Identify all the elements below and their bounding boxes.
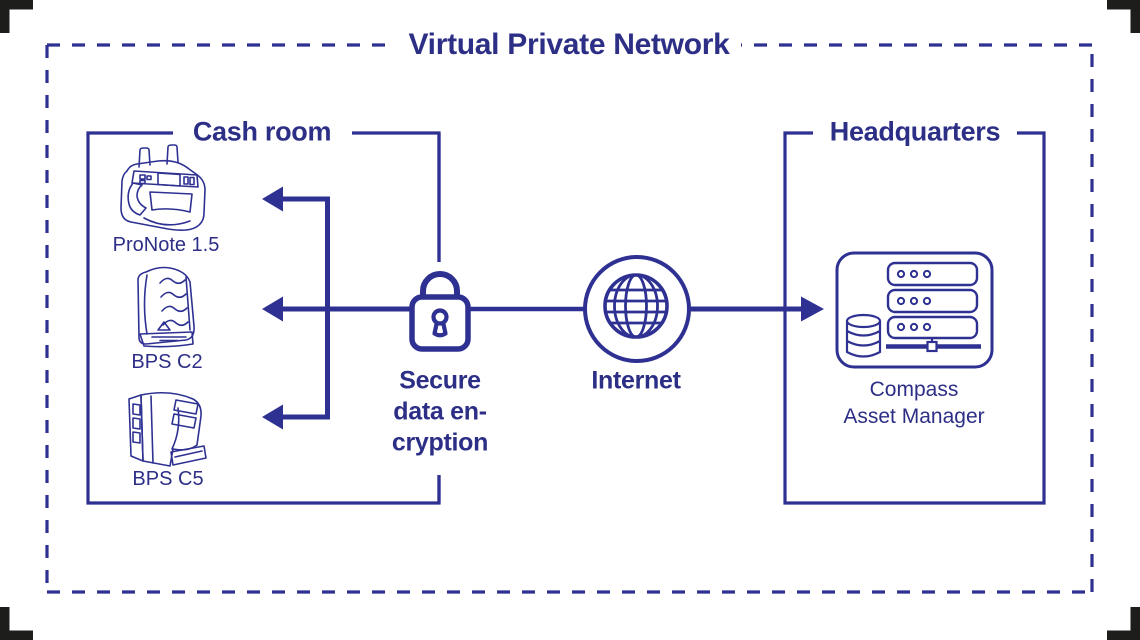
headquarters-label: Headquarters bbox=[829, 116, 1001, 147]
internet-label: Internet bbox=[591, 366, 681, 395]
encryption-label-line-1: Secure bbox=[399, 366, 481, 395]
arrowhead-to-bpsc2 bbox=[262, 296, 283, 322]
bps-c2-label: BPS C2 bbox=[131, 351, 203, 373]
arrowhead-to-pronote bbox=[262, 186, 283, 212]
vpn-title: Virtual Private Network bbox=[408, 28, 730, 61]
bps-c5-label: BPS C5 bbox=[132, 468, 204, 490]
server-database-icon bbox=[835, 251, 994, 369]
encryption-label: Secure data en- cryption bbox=[391, 366, 489, 459]
padlock-icon bbox=[409, 133, 471, 503]
internet-to-headquarters-arrow bbox=[690, 296, 824, 322]
crop-mark-top-right bbox=[1107, 0, 1140, 33]
system-label-line-1: Compass bbox=[869, 378, 959, 401]
crop-mark-bottom-left bbox=[0, 607, 33, 640]
banknote-counter-icon bbox=[120, 144, 206, 231]
pronote-label: ProNote 1.5 bbox=[112, 234, 220, 256]
vpn-boundary-border bbox=[45, 43, 1094, 594]
banknote-sorter-icon bbox=[128, 391, 207, 467]
globe-icon bbox=[583, 255, 691, 363]
compass-asset-manager-label: Compass Asset Manager bbox=[843, 376, 984, 430]
arrowhead-to-bpsc5 bbox=[262, 404, 283, 430]
banknote-processor-icon bbox=[137, 266, 195, 348]
system-label-line-2: Asset Manager bbox=[843, 405, 985, 428]
encryption-to-devices-arrows bbox=[262, 186, 412, 430]
arrowhead-to-headquarters bbox=[801, 296, 824, 322]
cash-room-box bbox=[86, 131, 441, 505]
headquarters-box bbox=[783, 131, 1046, 505]
cash-room-label: Cash room bbox=[192, 116, 332, 147]
crop-mark-bottom-right bbox=[1107, 607, 1140, 640]
crop-mark-top-left bbox=[0, 0, 33, 33]
encryption-label-line-3: cryption bbox=[391, 428, 489, 457]
encryption-label-line-2: data en- bbox=[393, 397, 487, 426]
database-cylinder bbox=[845, 313, 882, 358]
